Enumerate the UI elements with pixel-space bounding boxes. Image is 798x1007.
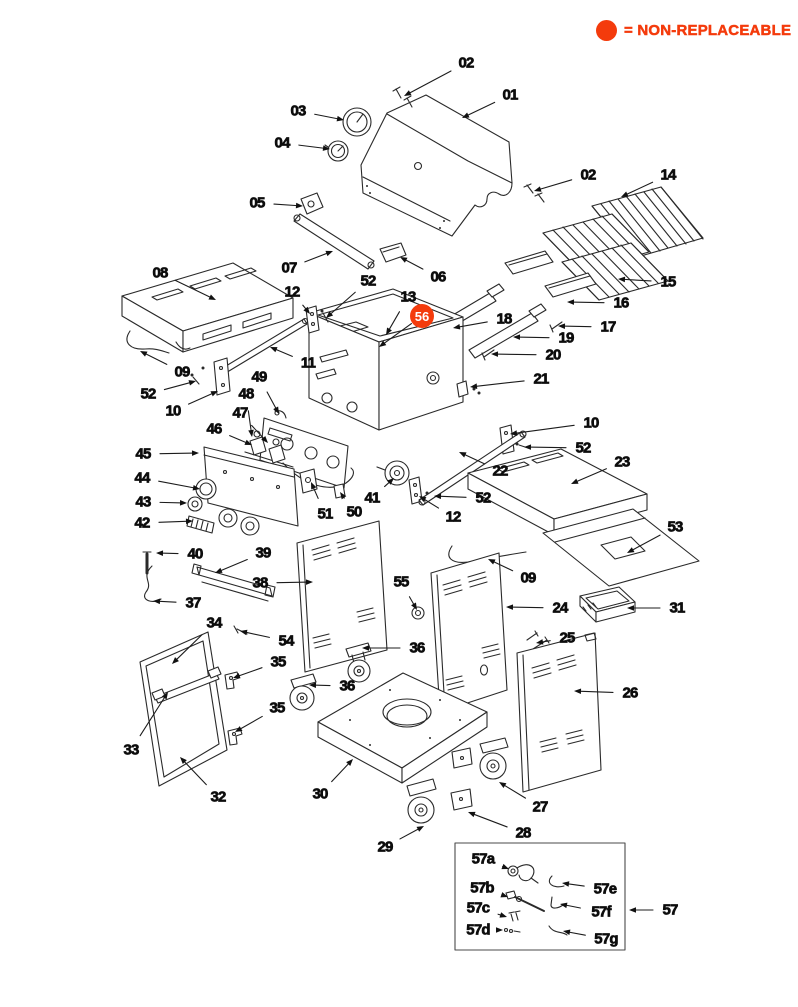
outer-right-panel-drawing [516,632,602,793]
leader-lines [139,70,661,936]
firebox-drawing [308,288,464,431]
non-replaceable-dot-icon [596,20,617,41]
panel-screws-drawing [526,630,550,650]
lid-screws-drawing [392,86,545,203]
brackets-drawing [190,305,529,505]
door-drawing [139,625,248,787]
flavorizer-bars-drawing [504,250,597,298]
bottom-panel-drawing [317,672,488,784]
casters-drawing [289,642,509,824]
heat-shield-drawing [448,508,700,587]
inner-right-panel-drawing [430,552,508,713]
grommet-drawing [411,606,425,620]
left-table-drawing [121,262,294,354]
handle-drawing [293,192,407,270]
thermometer-drawing [324,107,372,162]
lid-drawing [360,94,513,237]
legend-text: = NON-REPLACEABLE [624,22,792,40]
manifold-drawing [244,410,355,489]
legend: = NON-REPLACEABLE [596,20,791,41]
left-panel-drawing [142,520,388,673]
igniter-kit-drawing [454,842,626,951]
grease-tray-drawing [579,586,636,623]
igniter-drawing [299,460,410,499]
